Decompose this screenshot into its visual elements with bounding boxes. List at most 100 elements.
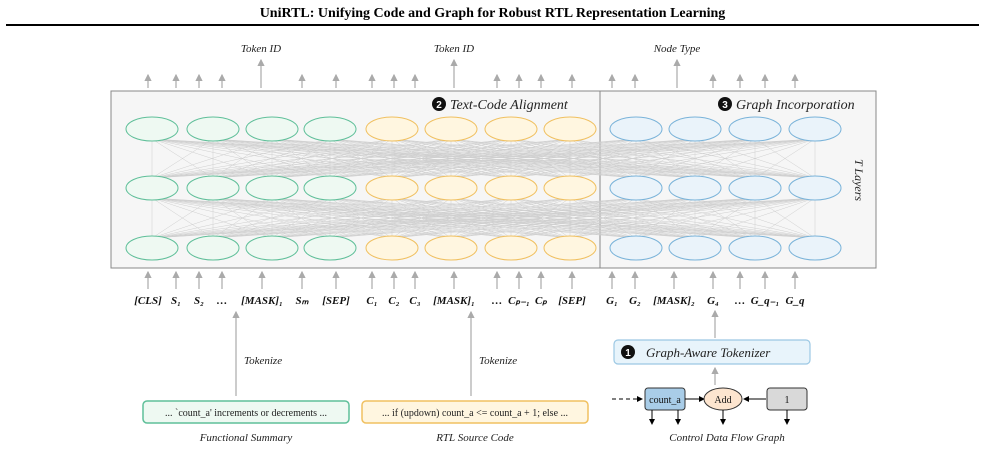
graph-aware-tokenizer-box	[613, 339, 811, 365]
token-label: C₁	[366, 295, 377, 307]
attention-edge	[212, 138, 816, 179]
attention-edge	[151, 197, 452, 239]
attention-edge	[151, 197, 512, 239]
token-label: G₁	[606, 295, 618, 307]
step-2-badge	[432, 97, 446, 111]
text-code-label: Text-Code Alignment	[450, 98, 569, 113]
token-label: Sₘ	[296, 295, 310, 307]
attention-edge	[151, 197, 696, 239]
token-label: C₂	[388, 295, 399, 307]
layer-node	[365, 235, 419, 261]
attention-edge	[151, 138, 571, 179]
layer-node	[186, 175, 240, 201]
attention-edge	[694, 138, 816, 179]
attention-edge	[151, 138, 512, 179]
token-arrows	[144, 58, 799, 289]
layer-node	[543, 116, 597, 142]
layer-node	[484, 235, 538, 261]
functional-summary-box	[142, 400, 350, 424]
step-1-badge	[621, 345, 635, 359]
token-label: …	[492, 295, 503, 307]
layer-node	[609, 116, 663, 142]
layer-node	[668, 116, 722, 142]
layer-node	[728, 175, 782, 201]
layer-node	[609, 235, 663, 261]
attention-edge	[151, 197, 214, 239]
token-label: …	[735, 295, 746, 307]
token-label: C₃	[409, 295, 420, 307]
layer-node	[788, 116, 842, 142]
transformer-nodes	[125, 116, 842, 261]
cdfg-caption: Control Data Flow Graph	[669, 432, 785, 444]
attention-edge	[694, 197, 816, 239]
token-label: [SEP]	[558, 295, 586, 307]
layer-node	[609, 175, 663, 201]
layer-node	[728, 116, 782, 142]
token-label: S₂	[194, 295, 204, 307]
layer-node	[668, 175, 722, 201]
title-rule	[6, 24, 979, 26]
step-2-number: 2	[436, 100, 442, 111]
layer-node	[303, 116, 357, 142]
token-id-label-2: Token ID	[434, 43, 474, 55]
attention-edge	[151, 138, 756, 179]
token-label: Cₚ	[535, 295, 547, 307]
cdfg-node-count-text: count_a	[649, 395, 681, 406]
layer-node	[303, 235, 357, 261]
rtl-code-caption: RTL Source Code	[435, 432, 514, 444]
step-3-badge	[718, 97, 732, 111]
attention-edge	[151, 138, 816, 179]
attention-edge	[754, 197, 816, 239]
token-label: [SEP]	[322, 295, 350, 307]
attention-edge	[450, 138, 816, 179]
attention-edge	[151, 138, 637, 179]
attention-edge	[151, 138, 273, 179]
tokenize-label-1: Tokenize	[244, 355, 282, 367]
token-label: G_q₋₁	[751, 295, 780, 307]
layer-node	[788, 235, 842, 261]
layer-node	[484, 175, 538, 201]
attention-edge	[151, 197, 637, 239]
layer-node	[728, 235, 782, 261]
token-label: [MASK]₁	[433, 295, 475, 307]
token-label: S₁	[171, 295, 181, 307]
attention-edge	[271, 197, 816, 239]
layer-node	[424, 175, 478, 201]
layer-node	[543, 235, 597, 261]
layer-node	[125, 175, 179, 201]
attention-edges	[151, 138, 816, 239]
layer-node	[245, 116, 299, 142]
attention-edge	[151, 138, 393, 179]
layer-node	[186, 116, 240, 142]
attention-edge	[569, 138, 816, 179]
attention-edge	[450, 197, 816, 239]
attention-edge	[510, 138, 816, 179]
layer-node	[484, 116, 538, 142]
attention-edge	[151, 138, 214, 179]
rtl-code-text: ... if (updown) count_a <= count_a + 1; …	[382, 408, 568, 419]
attention-edge	[151, 138, 452, 179]
cdfg-node-one-text: 1	[785, 395, 790, 406]
step-1-number: 1	[625, 348, 631, 359]
graph-heading: 3 Graph Incorporation	[718, 97, 855, 113]
layer-node	[424, 116, 478, 142]
attention-edge	[151, 197, 756, 239]
attention-edge	[151, 197, 571, 239]
rtl-code-box	[361, 400, 589, 424]
layer-node	[186, 235, 240, 261]
attention-edge	[151, 197, 393, 239]
text-code-heading: 2 Text-Code Alignment	[432, 97, 569, 113]
attention-edge	[212, 197, 816, 239]
cdfg-node-add-text: Add	[714, 395, 731, 406]
layer-node	[668, 235, 722, 261]
tokenize-label-2: Tokenize	[479, 355, 517, 367]
token-label: Cₚ₋₁	[508, 295, 530, 307]
attention-edge	[151, 197, 273, 239]
layers-label: T Layers	[852, 159, 866, 201]
layer-node	[365, 175, 419, 201]
attention-edge	[329, 138, 816, 179]
attention-edge	[151, 138, 331, 179]
token-label: G₄	[707, 295, 719, 307]
